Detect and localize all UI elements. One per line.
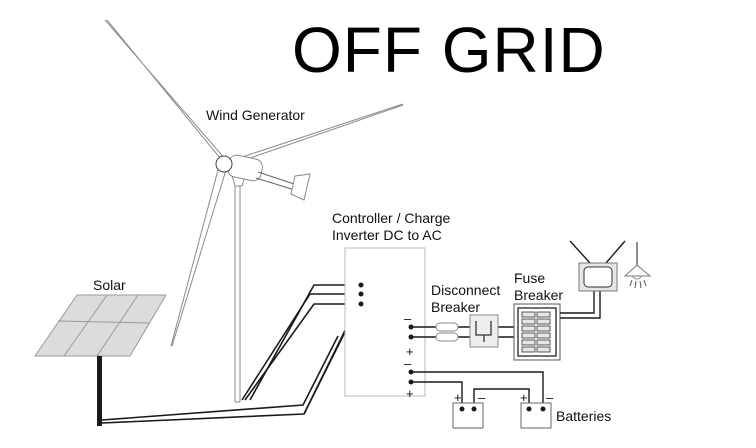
label-controller-line2: Inverter DC to AC xyxy=(332,227,442,243)
battery-2 xyxy=(520,402,552,429)
load-wires xyxy=(560,290,601,319)
fuse-slot xyxy=(521,311,536,318)
solar-wire-1 xyxy=(101,335,339,421)
battery-wires xyxy=(411,371,544,408)
nacelle xyxy=(227,154,263,182)
label-controller-line1: Controller / Charge xyxy=(332,210,451,226)
diagram-title: OFF GRID xyxy=(292,14,606,86)
ac-minus-sign: – xyxy=(404,311,412,326)
label-fuse-line1: Fuse xyxy=(514,270,546,286)
input-terminal xyxy=(358,291,364,297)
fuse-slot xyxy=(521,339,536,346)
solar-panel-grid xyxy=(57,294,150,357)
tv-screen xyxy=(583,266,613,288)
ac-output-wires xyxy=(411,326,514,338)
fuse-slot xyxy=(536,325,551,332)
blade-right xyxy=(229,103,404,166)
label-disconnect-line1: Disconnect xyxy=(431,282,501,298)
tower xyxy=(234,186,241,403)
fuse-slot xyxy=(536,339,551,346)
fuse-slot xyxy=(521,325,536,332)
inline-fuses xyxy=(435,322,459,342)
wind-wire-1 xyxy=(241,293,360,401)
controller-inverter-box xyxy=(344,247,426,397)
inline-fuse xyxy=(435,322,459,332)
disconnect-breaker xyxy=(469,314,499,348)
label-wind-generator: Wind Generator xyxy=(206,107,305,123)
label-disconnect-line2: Breaker xyxy=(431,299,481,315)
input-terminal xyxy=(358,301,364,307)
input-terminal xyxy=(358,282,364,288)
solar-panel xyxy=(34,294,167,426)
batteries xyxy=(452,402,552,429)
fuse-breaker-panel xyxy=(513,303,561,361)
battery2-minus-sign: – xyxy=(546,390,554,405)
fuse-slot xyxy=(536,346,551,353)
battery1-plus-sign: + xyxy=(454,390,462,405)
battery1-minus-sign: – xyxy=(478,390,486,405)
fuse-slot xyxy=(536,318,551,325)
battery-1 xyxy=(452,402,484,429)
blade-lower xyxy=(170,169,227,347)
breaker-switch-symbol xyxy=(475,321,492,342)
solar-mount-pole xyxy=(97,356,102,426)
ac-plus-sign: + xyxy=(406,344,414,359)
fuse-slot xyxy=(521,318,536,325)
solar-panel-surface xyxy=(34,294,167,357)
batt-plus-sign: + xyxy=(406,386,414,401)
fuse-slots xyxy=(521,311,551,353)
label-batteries: Batteries xyxy=(556,408,612,424)
blade-upper xyxy=(104,19,227,161)
wind-wire-2 xyxy=(244,303,360,401)
wind-turbine xyxy=(104,19,404,403)
label-fuse-line2: Breaker xyxy=(514,287,564,303)
battery2-plus-sign: + xyxy=(520,390,528,405)
inline-fuse xyxy=(435,332,459,342)
light-rays xyxy=(629,279,647,289)
batt-minus-sign: – xyxy=(404,356,412,371)
ceiling-lamp xyxy=(623,242,652,289)
fuse-slot xyxy=(521,346,536,353)
fuse-slot xyxy=(536,311,551,318)
fuse-slot xyxy=(536,332,551,339)
television xyxy=(569,240,626,292)
tail-fin xyxy=(290,173,311,201)
label-solar: Solar xyxy=(93,277,126,293)
tv-antenna xyxy=(569,240,626,264)
controller-terminals xyxy=(358,282,414,385)
rotor-hub xyxy=(215,155,233,173)
fuse-slot xyxy=(521,332,536,339)
